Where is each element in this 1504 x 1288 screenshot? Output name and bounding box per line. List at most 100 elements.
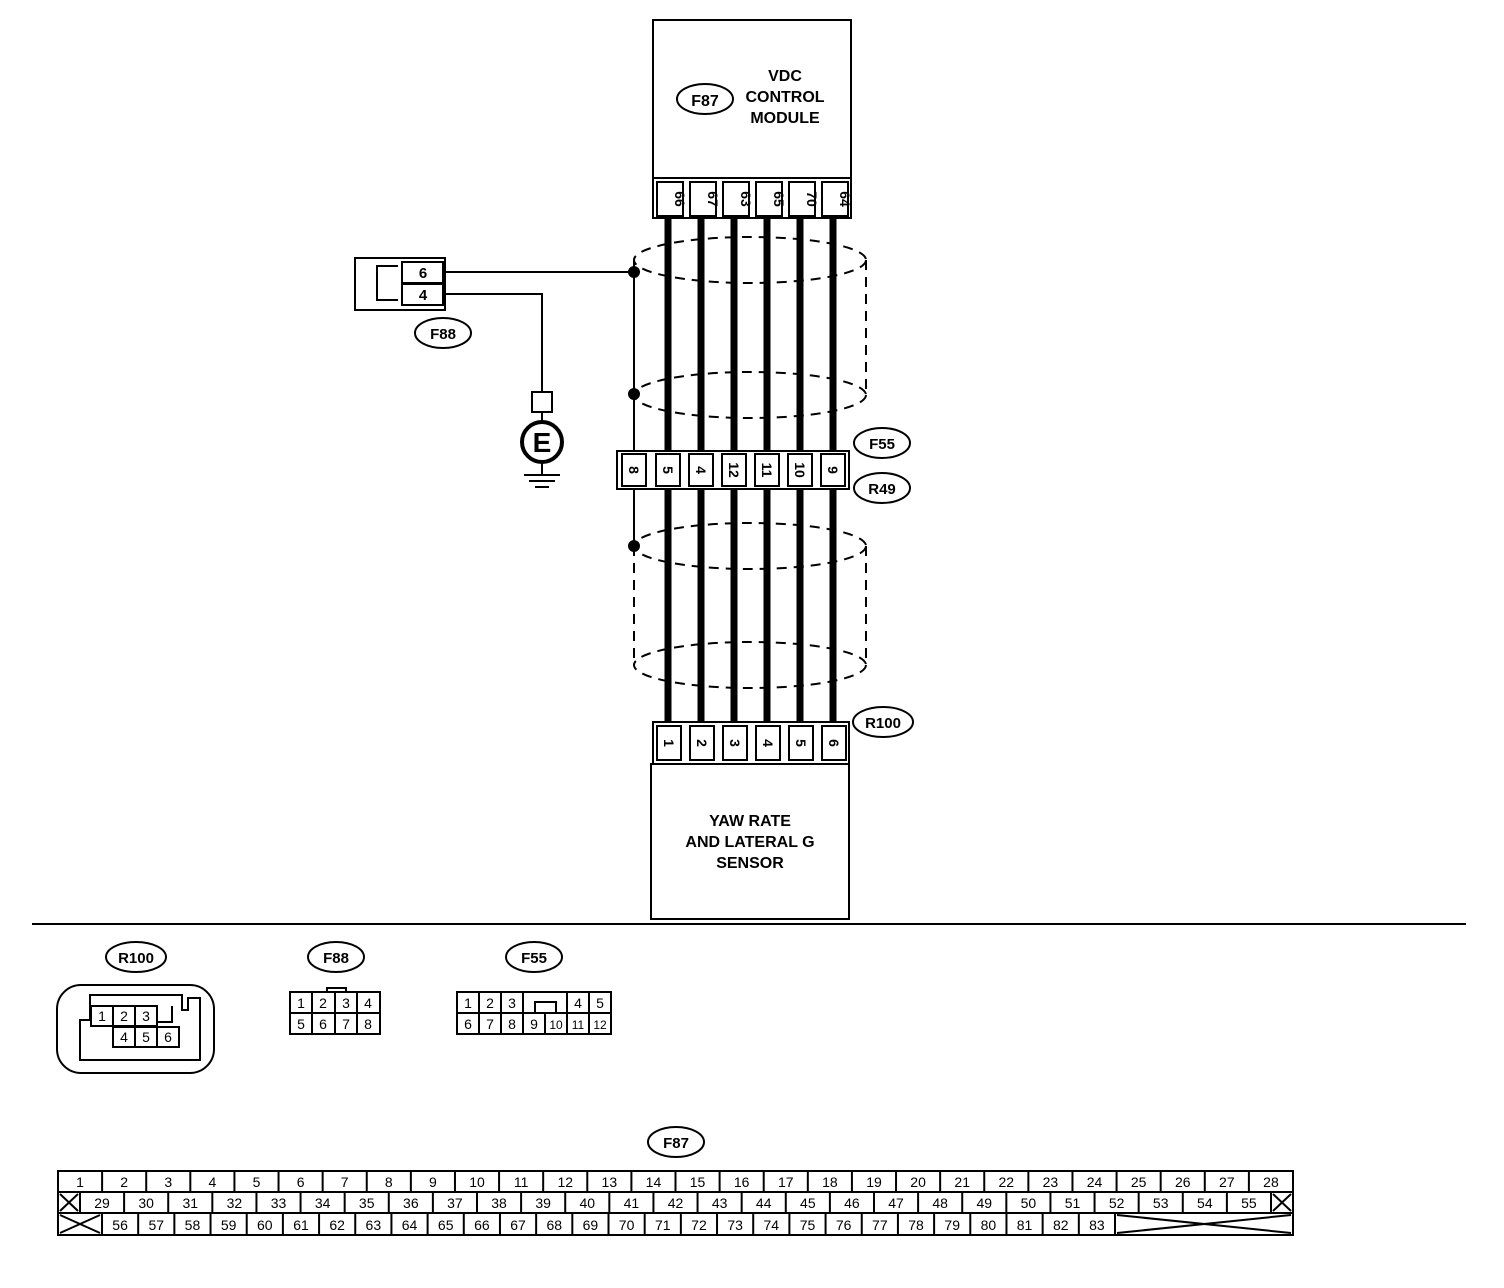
view-f87-pin: 28 [1263,1174,1279,1190]
r100-label-oval [852,706,914,738]
view-f55-pin: 1 [464,995,472,1011]
view-f87-pin: 56 [112,1217,128,1233]
view-f87-pin: 42 [668,1195,684,1211]
view-f87-pin: 66 [474,1217,490,1233]
yaw-pin-cells [656,725,847,761]
view-f87-pin: 45 [800,1195,816,1211]
joint-pin: 5 [660,466,676,474]
view-f87-pin: 16 [734,1174,750,1190]
r100-label: R100 [865,715,901,732]
view-f87-pin: 5 [253,1174,261,1190]
view-f88-pin: 8 [364,1016,372,1032]
yaw-pin: 1 [661,739,677,747]
vdc-pin: 63 [738,191,754,207]
view-r100-pin: 3 [142,1008,150,1024]
view-f87-pin: 10 [469,1174,485,1190]
view-f55-pin: 11 [572,1018,585,1032]
view-f55-pin: 6 [464,1016,472,1032]
view-f87-pin: 2 [120,1174,128,1190]
view-f87-pin: 4 [208,1174,216,1190]
view-r100-inner [79,994,201,1061]
joint-pin: 11 [759,463,775,478]
view-f87-pin: 70 [619,1217,635,1233]
view-f87-pin: 60 [257,1217,273,1233]
view-f87-pin: 50 [1021,1195,1037,1211]
joint-pin: 4 [693,466,709,474]
r49-label-oval [853,472,911,504]
ground-e-label: E [533,427,552,458]
view-f87-pin: 52 [1109,1195,1125,1211]
vdc-pin: 64 [837,191,853,207]
view-f87-blank-cells [59,1192,1292,1235]
f88-label: F88 [430,326,456,343]
view-f87-pin: 79 [944,1217,960,1233]
view-f87-pin: 73 [727,1217,743,1233]
yaw-title-line-3: SENSOR [716,855,784,872]
view-f87-pin: 34 [315,1195,331,1211]
view-f87-pin: 54 [1197,1195,1213,1211]
ground-wire [445,293,543,392]
view-f87-pin: 15 [690,1174,706,1190]
view-f87-pin: 51 [1065,1195,1081,1211]
view-f87-pin: 41 [624,1195,640,1211]
vdc-pin: 65 [771,191,787,207]
view-f87-pin: 83 [1089,1217,1105,1233]
vdc-pin-strip [652,177,852,219]
view-f87-pin: 26 [1175,1174,1191,1190]
vdc-title-line-2: CONTROL [745,89,824,106]
joint-connector-body [616,450,850,490]
view-f87-pin: 6 [297,1174,305,1190]
view-f87-label: F87 [663,1135,689,1152]
view-f87-pin: 18 [822,1174,838,1190]
view-f55-pin: 8 [508,1016,516,1032]
shield-junction-dot [628,540,640,552]
vdc-title-line-1: VDC [768,68,802,85]
view-f87-pin: 82 [1053,1217,1069,1233]
view-f55-pin: 2 [486,995,494,1011]
view-f87-pin: 78 [908,1217,924,1233]
view-f87-pin: 30 [138,1195,154,1211]
view-f88-label: F88 [323,950,349,967]
view-f87-pin: 55 [1241,1195,1257,1211]
view-f87-pin: 8 [385,1174,393,1190]
view-f87-pin: 11 [514,1174,529,1190]
view-f87-pin: 19 [866,1174,882,1190]
view-f88-pin: 7 [342,1016,350,1032]
view-f87-pin: 57 [148,1217,164,1233]
view-f87-pin: 32 [227,1195,243,1211]
view-f87-pin: 71 [655,1217,671,1233]
f55-label: F55 [869,436,895,453]
view-f87-pin: 38 [491,1195,507,1211]
vdc-pin-cells [656,181,849,217]
view-f87-pin: 47 [888,1195,904,1211]
view-f55-pin: 10 [549,1018,563,1032]
view-f87-pin: 9 [429,1174,437,1190]
vdc-pin: 67 [705,191,721,207]
view-f87-pin: 53 [1153,1195,1169,1211]
view-f87-pin: 64 [402,1217,418,1233]
view-f88-pin: 3 [342,995,350,1011]
view-f87-pin: 65 [438,1217,454,1233]
vdc-pin: 70 [804,191,820,207]
view-f87-pin: 75 [800,1217,816,1233]
view-f88-pin: 6 [319,1016,327,1032]
view-f87-pin: 3 [164,1174,172,1190]
shield-junction-dot [628,388,640,400]
view-f88-pin: 2 [319,995,327,1011]
view-f87-pin: 22 [999,1174,1015,1190]
view-f87-pin: 25 [1131,1174,1147,1190]
view-f87-pin: 23 [1043,1174,1059,1190]
view-f87-pin: 48 [932,1195,948,1211]
view-r100-outer [56,984,215,1074]
view-f87-pin: 80 [981,1217,997,1233]
view-f87-pin: 12 [557,1174,573,1190]
view-f88-pin: 5 [297,1016,305,1032]
vdc-pin: 66 [672,191,688,207]
yaw-pin: 2 [694,739,710,747]
yaw-rate-sensor-box [650,763,850,920]
view-f87-pin: 49 [976,1195,992,1211]
view-f87-pin: 63 [366,1217,382,1233]
view-f87-pin: 40 [579,1195,595,1211]
